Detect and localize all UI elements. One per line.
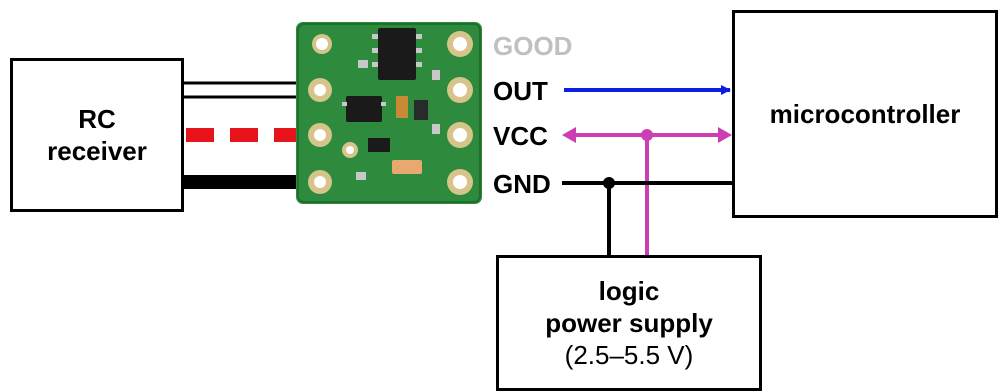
power-supply-voltage-range: (2.5–5.5 V)	[564, 340, 694, 370]
rc-receiver-box: RC receiver	[10, 58, 184, 212]
rc-switch-board-icon	[296, 22, 482, 204]
microcontroller-label: microcontroller	[769, 99, 961, 129]
gnd-wire	[562, 177, 732, 255]
rc-receiver-label-line1: RC	[78, 104, 116, 134]
power-supply-label-line1: logic	[598, 276, 660, 306]
logic-power-supply-box: logic power supply (2.5–5.5 V)	[496, 255, 762, 391]
rc-receiver-label-line2: receiver	[47, 136, 147, 166]
microcontroller-box: microcontroller	[732, 10, 998, 218]
pin-label-good: GOOD	[493, 31, 573, 61]
power-supply-label-line2: power supply	[545, 308, 713, 338]
pin-label-vcc: VCC	[493, 121, 548, 151]
vcc-wire	[562, 127, 732, 255]
pin-label-gnd: GND	[493, 169, 551, 199]
pin-label-out: OUT	[493, 76, 548, 106]
